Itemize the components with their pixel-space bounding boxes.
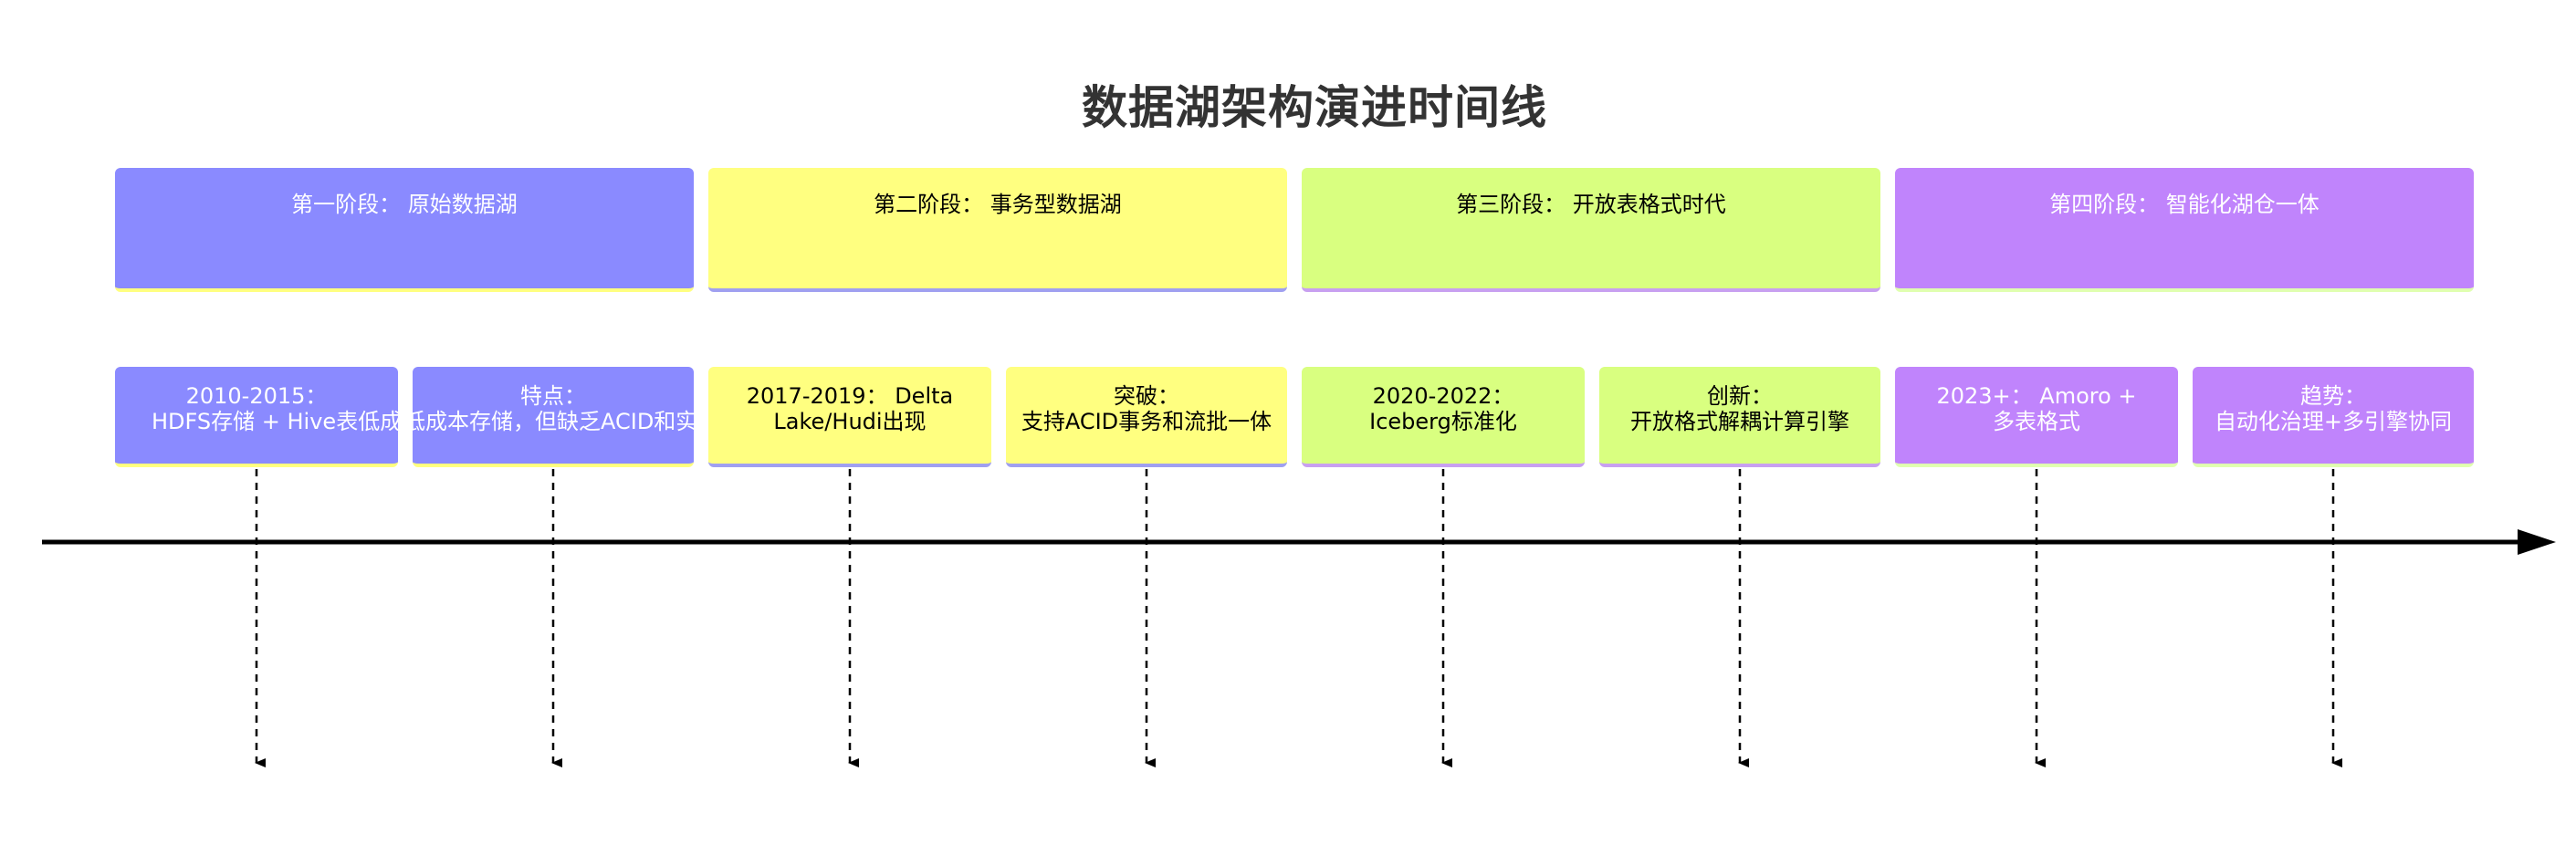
event-1-line2: HDFS存储 + Hive表低成本存储，但缺乏ACID和实时 — [152, 409, 398, 434]
phase-3-label: 第三阶段： 开放表格式时代 — [1456, 192, 1726, 217]
event-2-line2: 低成本存储，但缺乏ACID和实时 — [413, 409, 694, 434]
phase-2-label: 第二阶段： 事务型数据湖 — [874, 192, 1122, 217]
event-4-line2: 支持ACID事务和流批一体 — [1021, 409, 1272, 434]
event-3-box: 2017-2019： Delta Lake/Hudi出现 — [708, 367, 991, 467]
event-6-line2: 开放格式解耦计算引擎 — [1630, 409, 1849, 434]
event-5-box: 2020-2022： Iceberg标准化 — [1302, 367, 1585, 467]
phase-1-label: 第一阶段： 原始数据湖 — [291, 192, 518, 217]
phase-4-label: 第四阶段： 智能化湖仓一体 — [2049, 192, 2319, 217]
event-4-line1: 突破： — [1114, 383, 1179, 409]
event-8-line1: 趋势： — [2300, 383, 2366, 409]
event-3-line1: 2017-2019： Delta — [746, 383, 954, 409]
phase-2-box: 第二阶段： 事务型数据湖 — [708, 168, 1287, 292]
event-8-line2: 自动化治理+多引擎协同 — [2214, 409, 2453, 434]
phase-3-box: 第三阶段： 开放表格式时代 — [1302, 168, 1880, 292]
event-6-box: 创新： 开放格式解耦计算引擎 — [1599, 367, 1880, 467]
event-6-line1: 创新： — [1707, 383, 1773, 409]
event-7-box: 2023+： Amoro + 多表格式 — [1895, 367, 2178, 467]
event-5-line2: Iceberg标准化 — [1369, 409, 1517, 434]
event-1-line1: 2010-2015： — [185, 383, 328, 409]
event-2-line1: 特点： — [520, 383, 586, 409]
event-5-line1: 2020-2022： — [1372, 383, 1514, 409]
event-2-box: 特点： 低成本存储，但缺乏ACID和实时 — [413, 367, 694, 467]
event-8-box: 趋势： 自动化治理+多引擎协同 — [2193, 367, 2474, 467]
timeline-arrowhead — [2518, 529, 2556, 555]
phase-1-box: 第一阶段： 原始数据湖 — [115, 168, 694, 292]
diagram-title: 数据湖架构演进时间线 — [1082, 81, 1547, 134]
event-1-box: 2010-2015： HDFS存储 + Hive表低成本存储，但缺乏ACID和实… — [115, 367, 398, 467]
event-4-box: 突破： 支持ACID事务和流批一体 — [1006, 367, 1287, 467]
event-7-line2: 多表格式 — [1993, 409, 2080, 434]
event-3-line2: Lake/Hudi出现 — [773, 409, 927, 434]
event-7-line1: 2023+： Amoro + — [1936, 383, 2137, 409]
phase-4-box: 第四阶段： 智能化湖仓一体 — [1895, 168, 2474, 292]
